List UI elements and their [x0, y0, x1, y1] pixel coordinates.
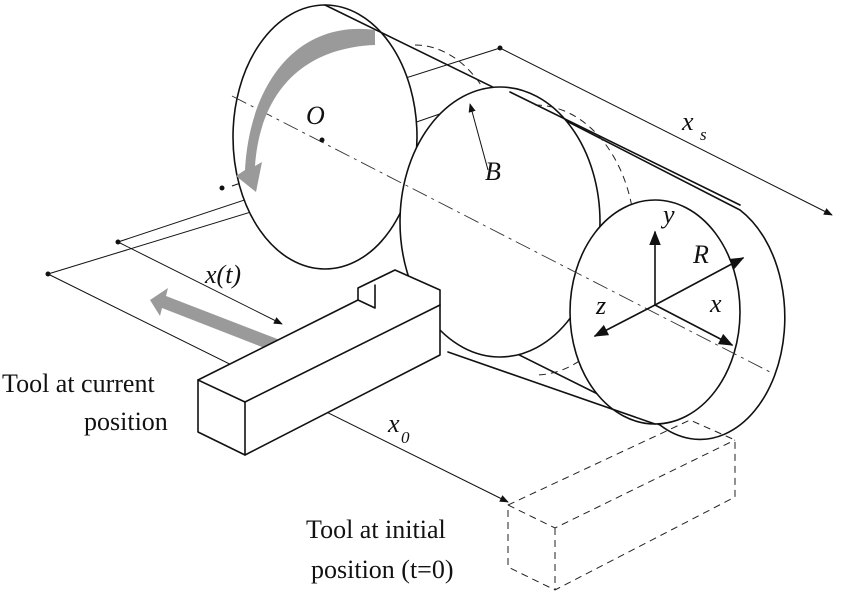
- tool-current-tip: [357, 284, 376, 309]
- tool-current-label-line2: position: [84, 407, 168, 436]
- rotation-arrow: [236, 28, 375, 192]
- tool-current-body: [197, 269, 441, 456]
- xt-dimension-line: [117, 241, 283, 325]
- extension-point: [219, 185, 225, 191]
- z-axis-arrow: [593, 304, 656, 337]
- y-axis-label: y: [660, 200, 675, 229]
- tool-initial-label-line2: position (t=0): [311, 555, 454, 584]
- xs-subscript: s: [700, 125, 707, 144]
- shoulder-face: [399, 86, 601, 358]
- x-axis-arrow: [654, 304, 734, 346]
- feed-direction-arrow: [150, 288, 280, 352]
- coordinate-system: [593, 230, 745, 346]
- b-label: B: [485, 157, 501, 186]
- tool-initial-top-edge: [507, 439, 736, 529]
- xs-dimension-line: [499, 47, 833, 216]
- xt-start-point: [115, 239, 121, 245]
- x-axis-label: x: [709, 289, 722, 318]
- xs-label: x: [681, 107, 694, 136]
- small-bottom-edge: [447, 351, 656, 425]
- origin-label: O: [306, 101, 325, 130]
- x0-start-point: [45, 271, 51, 277]
- xs-start-point: [497, 45, 503, 51]
- tool-current-label-line1: Tool at current: [2, 369, 155, 398]
- xt-label: x(t): [204, 260, 241, 289]
- tool-initial: [507, 419, 736, 591]
- workpiece-small-section: [399, 86, 786, 441]
- tool-initial-body: [507, 419, 736, 591]
- b-leader-line: [468, 103, 489, 171]
- x0-label: x: [387, 409, 400, 438]
- tool-current: [197, 269, 441, 456]
- origin-point: [319, 137, 325, 143]
- radius-arrow: [654, 257, 745, 306]
- radius-label: R: [692, 240, 709, 269]
- z-axis-label: z: [595, 291, 606, 320]
- small-top-edge: [509, 91, 741, 206]
- x0-subscript: 0: [401, 428, 410, 447]
- tool-initial-label-line1: Tool at initial: [306, 515, 446, 544]
